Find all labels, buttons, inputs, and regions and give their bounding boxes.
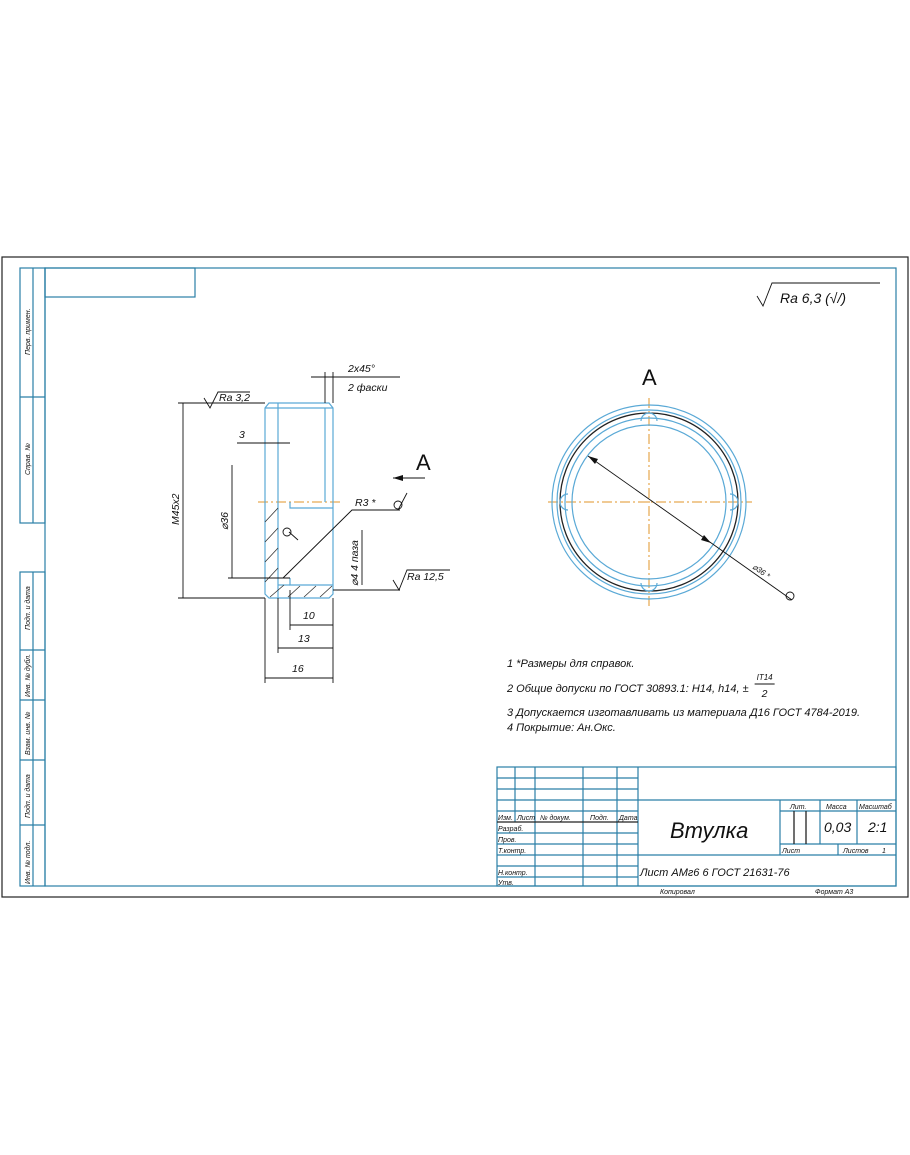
tb-label: Изм. [498,815,513,822]
top-left-box [44,267,196,298]
tb-label: Подп. [590,814,609,822]
tb-label: Т.контр. [498,848,526,855]
note: 3 Допускается изготавливать из материала… [507,707,860,719]
roughness-label: Ra 12,5 [407,571,444,583]
sheets-value: 1 [882,848,886,855]
tb-label: Пров. [498,837,517,844]
general-roughness-symbol: Ra 6,3 (√/) [756,282,880,308]
note: 2 Общие допуски по ГОСТ 30893.1: H14, h1… [506,683,749,695]
mass-value: 0,03 [824,819,851,835]
dimension-13: 13 [298,633,310,645]
format-label: Формат А3 [815,889,853,896]
tb-label: Лист [781,848,800,855]
view-arrow-label: A [416,450,431,475]
roughness-label: Ra 3,2 [219,392,250,404]
side-strip: Перв. примен. Справ. № Подп. и дата Инв.… [19,267,46,887]
tb-label: Масса [826,804,847,811]
tb-label: Лист [516,815,535,822]
note2-fraction: IT14 2 [754,673,775,700]
chamfer-dimension: 2x45° [347,363,375,375]
tb-label: № докум. [540,814,571,822]
tb-label: Н.контр. [498,870,528,877]
dimension-16: 16 [292,663,304,675]
section-view [258,402,340,599]
svg-text:Ra 6,3 (√/): Ra 6,3 (√/) [780,290,846,306]
tb-label: Дата [618,815,638,822]
dimension-10: 10 [303,610,315,622]
hatching [264,507,333,598]
sheet-border [1,256,909,898]
material: Лист АМг6 6 ГОСТ 21631-76 [639,867,791,879]
strip-label: Перв. примен. [25,308,32,355]
tb-label: Лит. [789,804,806,811]
fraction-numerator: IT14 [757,673,774,682]
fraction-denominator: 2 [761,688,768,700]
wall-dimension: 3 [239,429,245,441]
title-block: Изм. Лист № докум. Подп. Дата Разраб. Пр… [496,766,897,887]
note: 1 *Размеры для справок. [507,658,634,670]
slot-dimension: ⌀4 4 паза [349,540,361,586]
tb-label: Масштаб [859,803,893,811]
strip-label: Подп. и дата [24,586,32,630]
part-title: Втулка [670,818,748,843]
view-title: A [642,365,657,390]
chamfer-note: 2 фаски [347,382,388,394]
strip-label: Подп. и дата [24,774,32,818]
strip-label: Инв. № дубл. [24,654,32,697]
strip-label: Справ. № [25,443,32,475]
bore-dimension: ⌀36 [219,512,231,530]
thread-dimension: M45x2 [170,493,182,525]
note: 4 Покрытие: Ан.Окс. [507,722,616,734]
view-a: A ⌀36 * [548,365,795,606]
radius-dimension: R3 * [355,497,376,509]
technical-notes: 1 *Размеры для справок. 2 Общие допуски … [506,658,860,734]
copied-label: Копировал [660,889,695,896]
strip-label: Инв. № подл. [24,841,32,884]
scale-value: 2:1 [867,819,887,835]
strip-label: Взам. инв. № [25,711,32,755]
tb-label: Утв. [497,880,514,887]
tb-label: Разраб. [498,825,523,833]
section-dimensions: Ra 3,2 M45x2 ⌀36 3 10 13 16 2x45° 2 фаск… [170,363,450,683]
tb-label: Листов [842,848,869,855]
